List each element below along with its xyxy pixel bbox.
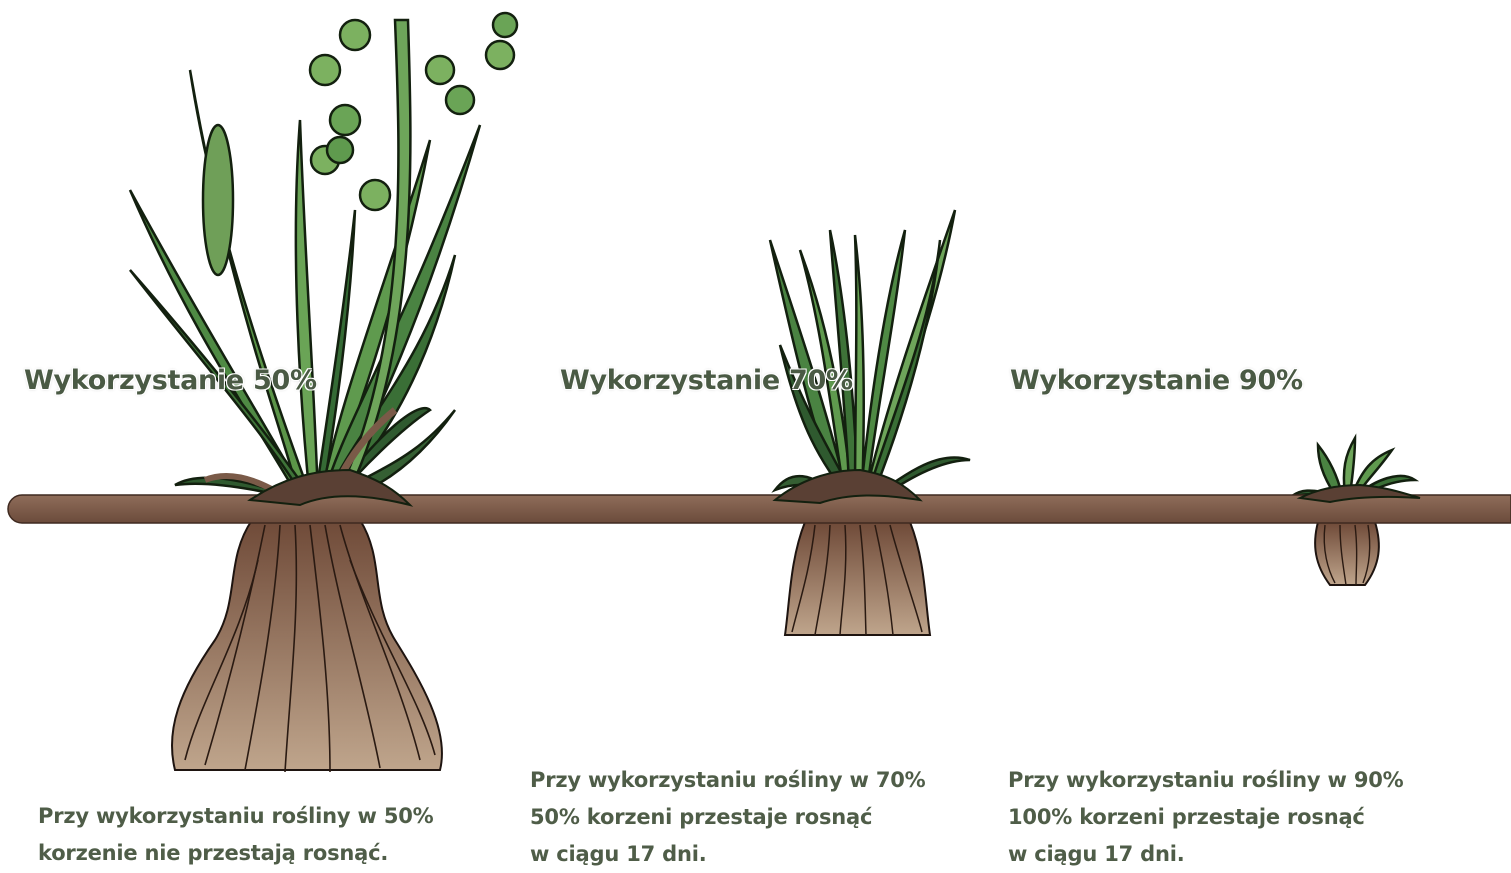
roots-70-percent <box>785 522 930 635</box>
description-90-line-3: w ciągu 17 dni. <box>1008 836 1403 873</box>
foliage-70-percent <box>770 210 970 502</box>
description-70-line-2: 50% korzeni przestaje rosnąć <box>530 799 925 836</box>
description-70-line-3: w ciągu 17 dni. <box>530 836 925 873</box>
description-90-line-1: Przy wykorzystaniu rośliny w 90% <box>1008 762 1403 799</box>
description-90: Przy wykorzystaniu rośliny w 90% 100% ko… <box>1008 762 1403 873</box>
usage-label-90: Wykorzystanie 90% <box>1010 365 1303 396</box>
usage-label-70: Wykorzystanie 70% <box>560 365 853 396</box>
description-70: Przy wykorzystaniu rośliny w 70% 50% kor… <box>530 762 925 873</box>
usage-label-50: Wykorzystanie 50% <box>24 365 317 396</box>
description-50: Przy wykorzystaniu rośliny w 50% korzeni… <box>38 798 433 872</box>
description-50-line-1: Przy wykorzystaniu rośliny w 50% <box>38 798 433 835</box>
ground-line <box>8 495 1511 523</box>
description-70-line-1: Przy wykorzystaniu rośliny w 70% <box>530 762 925 799</box>
plant-70-percent <box>770 210 970 635</box>
foliage-50-percent <box>130 13 517 502</box>
roots-90-percent <box>1315 522 1379 585</box>
roots-50-percent <box>172 520 442 772</box>
description-90-line-2: 100% korzeni przestaje rosnąć <box>1008 799 1403 836</box>
description-50-line-2: korzenie nie przestają rosnąć. <box>38 835 433 872</box>
